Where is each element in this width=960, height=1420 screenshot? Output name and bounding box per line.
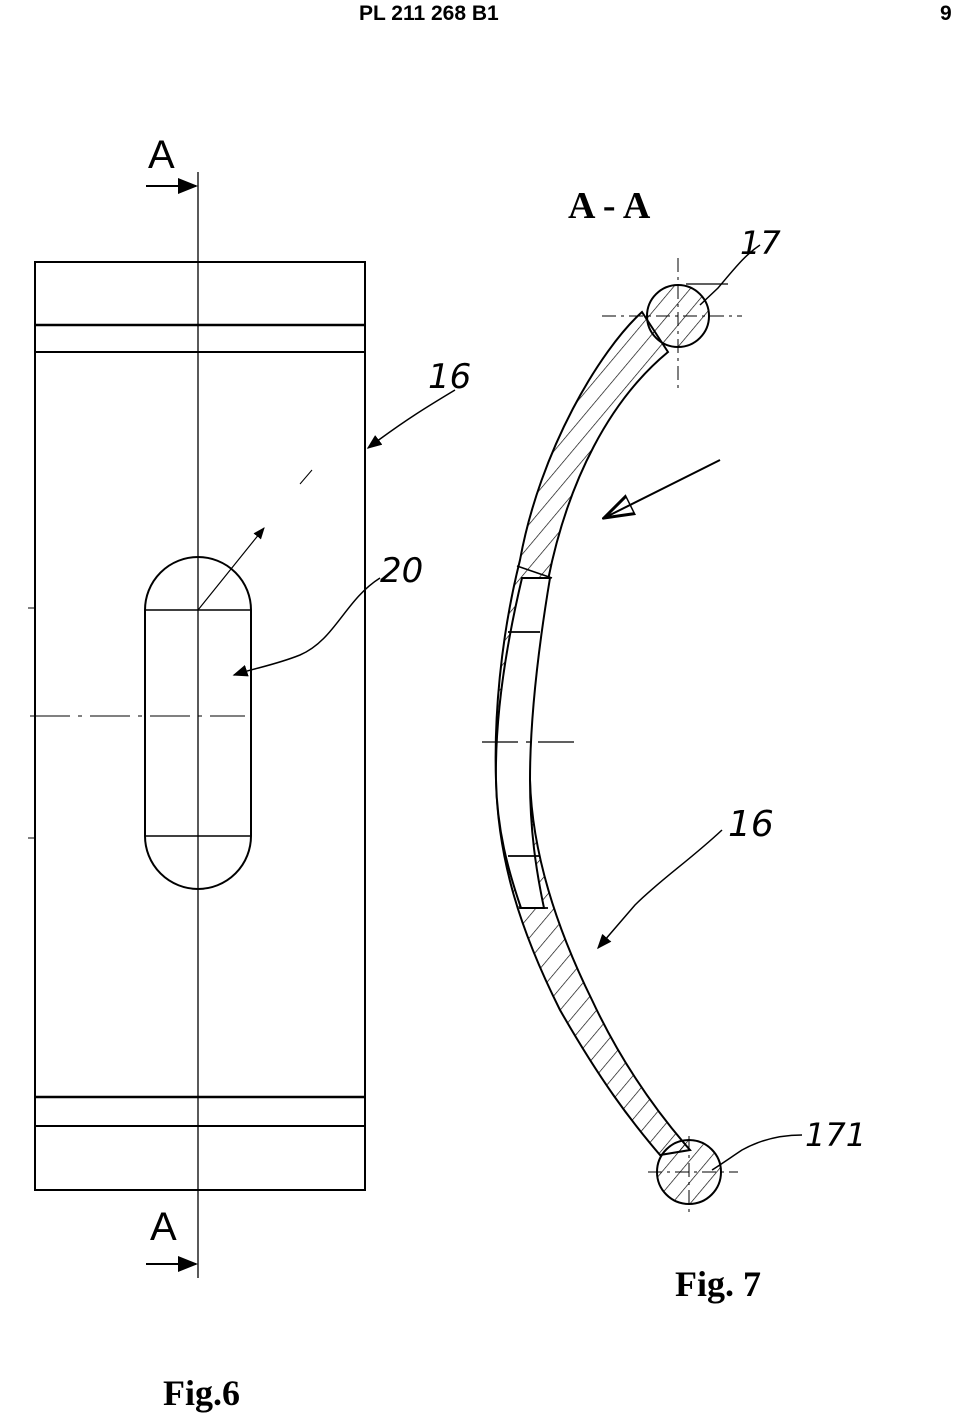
fig6-section-mark-top: A	[148, 133, 175, 177]
fig6-leader-16	[366, 389, 456, 449]
fig6-drawing	[28, 172, 456, 1278]
fig7-leader-17	[699, 244, 761, 306]
fig6-leader-20	[232, 577, 381, 677]
fig7-leader-171	[711, 1134, 803, 1171]
fig6-radius-leader	[197, 527, 265, 611]
fig7-ref-bottom-end: 171	[805, 1116, 866, 1154]
fig6-plate-outline	[34, 261, 366, 1191]
fig6-caption: Fig.6	[163, 1373, 240, 1413]
page-number: 9	[940, 2, 952, 25]
fig7-ref-body: 16	[728, 804, 774, 845]
fig7-leader-16	[597, 829, 723, 950]
fig7-ref-top-end: 17	[740, 224, 781, 262]
patent-number: PL 211 268 B1	[359, 2, 499, 25]
fig7-direction-arrow	[604, 459, 721, 518]
fig6-ref-slot: 20	[380, 551, 423, 591]
fig7-caption: Fig. 7	[675, 1264, 761, 1304]
fig6-ref-plate: 16	[428, 357, 471, 397]
fig7-drawing	[482, 244, 803, 1215]
fig7-section-title: A - A	[568, 185, 651, 227]
fig6-section-mark-bottom: A	[150, 1205, 177, 1249]
